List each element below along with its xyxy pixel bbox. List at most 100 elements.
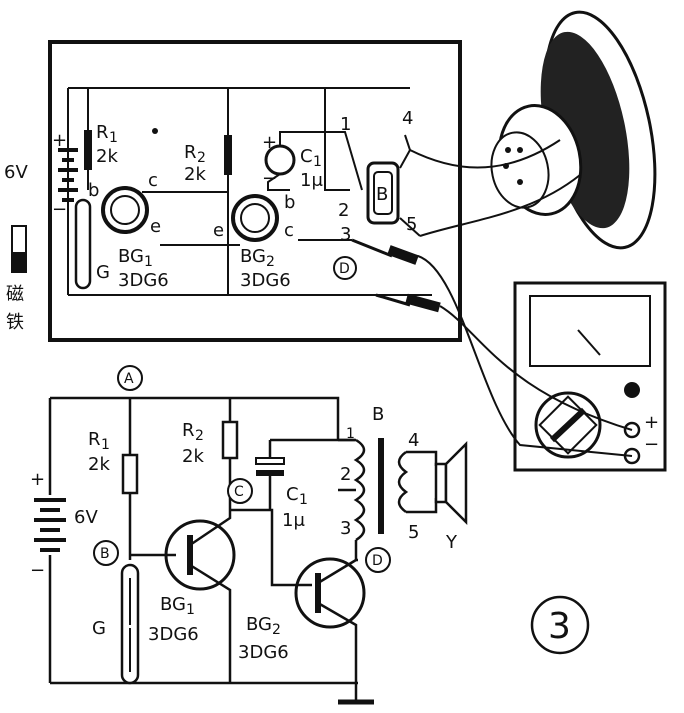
sch-speaker [434, 440, 468, 526]
sch-bg1-name: BG [160, 594, 186, 615]
board-bg1-name: BG [118, 246, 144, 267]
sch-c1-plate-top [255, 457, 285, 465]
sch-r1-name: R [88, 429, 101, 450]
board-c1-wire [279, 131, 363, 191]
meter-lead-2 [439, 305, 633, 431]
board-probe-1 [387, 245, 419, 265]
sch-point-c-label: C [234, 484, 244, 500]
sch-top-rail [50, 396, 340, 440]
multimeter-dial-window [529, 295, 651, 367]
board-bg1-pin-b: b [88, 180, 99, 201]
board-bg1-pin-e: e [150, 216, 161, 237]
sch-battery [34, 495, 66, 555]
board-reed-label: G [96, 262, 110, 283]
sch-point-b-label: B [100, 546, 110, 562]
multimeter-minus-label: − [644, 434, 659, 455]
board-transformer-label: B [376, 184, 388, 205]
multimeter-knob-small [624, 382, 640, 398]
schematic: + 6V − A R 1 2k B G BG 1 3DG6 R 2 2k [30, 365, 468, 705]
sch-r1 [121, 453, 139, 495]
sch-c1-sub: 1 [299, 492, 308, 508]
magnet-label-line2: 铁 [6, 312, 24, 333]
board-battery [58, 148, 78, 202]
board-bg2-model: 3DG6 [240, 270, 291, 291]
sch-tap1: 1 [346, 426, 355, 442]
sch-point-d [365, 547, 391, 573]
sch-reed-label: G [92, 618, 106, 639]
sch-ground [338, 683, 374, 705]
board-r1-name: R [96, 122, 109, 143]
board-bg1-sub: 1 [144, 254, 153, 270]
sch-r2-name: R [182, 420, 195, 441]
board-tap3: 3 [340, 224, 351, 245]
board-bg2-sub: 2 [266, 254, 275, 270]
magnet-label-line1: 磁 [6, 284, 24, 305]
board-bg2-name: BG [240, 246, 266, 267]
sch-transformer-secondary [397, 450, 438, 514]
sch-bg1-sub: 1 [186, 602, 195, 618]
board-transformer [366, 161, 400, 225]
board-c1-name: C [300, 146, 313, 167]
board-tap5: 5 [406, 214, 417, 235]
board-bg1-pin-c: c [148, 170, 158, 191]
sch-tap3: 3 [340, 518, 351, 539]
sch-bg2-name: BG [246, 614, 272, 635]
board-c1-value: 1μ [300, 170, 323, 191]
board-bg1-model: 3DG6 [118, 270, 169, 291]
board-tap4: 4 [402, 108, 413, 129]
board-c1-plus: + [262, 132, 277, 153]
sch-battery-plus: + [30, 469, 45, 490]
board-point-d [333, 256, 357, 280]
sch-transformer-primary [353, 438, 384, 542]
sch-r2 [221, 420, 239, 460]
board-tap1-wire [324, 88, 350, 191]
sch-r1-value: 2k [88, 454, 110, 475]
board-tap4-wire [399, 134, 412, 169]
board-bg2-pin-c: c [284, 220, 294, 241]
speaker-picture [409, 10, 657, 250]
sch-transformer-label: B [372, 404, 384, 425]
sch-point-c [227, 478, 253, 504]
board-battery-voltage: 6V [4, 162, 28, 183]
board-tap5-wire [399, 217, 421, 237]
sch-c1-plate-bottom [256, 470, 284, 476]
multimeter: + − [417, 255, 667, 472]
figure-number: 3 [548, 606, 571, 647]
sch-r2-value: 2k [182, 446, 204, 467]
board-r2-value: 2k [184, 164, 206, 185]
board-reed-switch [74, 198, 92, 290]
board-r1-value: 2k [96, 146, 118, 167]
sch-battery-minus: − [30, 560, 45, 581]
sch-speaker-label: Y [445, 532, 458, 553]
sch-bg2-model: 3DG6 [238, 642, 289, 663]
sch-c-to-bg2 [230, 508, 312, 587]
meter-lead-1 [417, 255, 633, 457]
sch-point-a-label: A [124, 371, 134, 387]
board-c1-minus: − [262, 168, 277, 189]
sch-c1-name: C [286, 484, 299, 505]
sch-bg1 [164, 519, 236, 591]
magnet [11, 225, 27, 273]
multimeter-plus-label: + [644, 412, 659, 433]
perfboard-assembly: 6V + − 磁 铁 R 1 2k G b c e BG 1 3DG6 [4, 40, 462, 342]
board-c1-sub: 1 [313, 154, 322, 170]
sch-r1-sub: 1 [101, 437, 110, 453]
sch-point-b [93, 540, 119, 566]
sch-point-a [117, 365, 143, 391]
board-tap1: 1 [340, 114, 351, 135]
board-bg1-transistor [101, 186, 149, 234]
sch-bg2 [294, 557, 366, 629]
board-point-d-label: D [339, 261, 350, 277]
board-r2-body [224, 135, 232, 175]
sch-battery-voltage: 6V [74, 507, 98, 528]
board-outline [48, 40, 462, 342]
sch-tap5: 5 [408, 522, 419, 543]
board-battery-plus: + [52, 130, 67, 151]
sch-bg1-model: 3DG6 [148, 624, 199, 645]
board-probe-2 [405, 293, 441, 313]
board-c1-low-wire [267, 173, 290, 191]
board-bg2-pin-b: b [284, 192, 295, 213]
board-bg2-pin-e: e [213, 220, 224, 241]
board-r2-sub: 2 [197, 150, 206, 166]
